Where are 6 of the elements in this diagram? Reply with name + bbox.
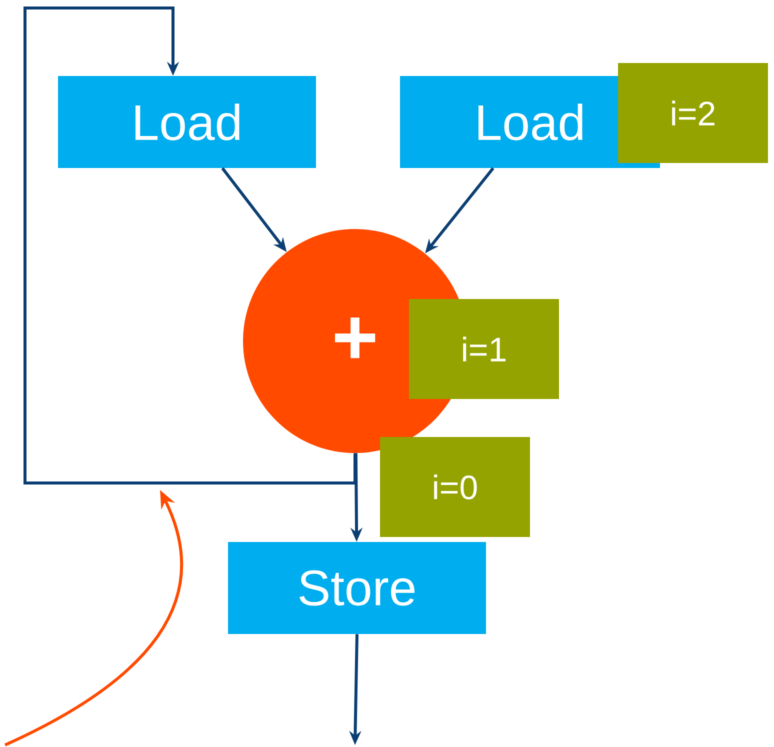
index-tag: i=2	[618, 63, 768, 163]
index-tag: i=1	[409, 299, 559, 399]
arrow	[24, 6, 356, 484]
process-box: Store	[228, 542, 486, 634]
process-box: Load	[58, 76, 316, 168]
index-tag: i=0	[380, 437, 530, 537]
